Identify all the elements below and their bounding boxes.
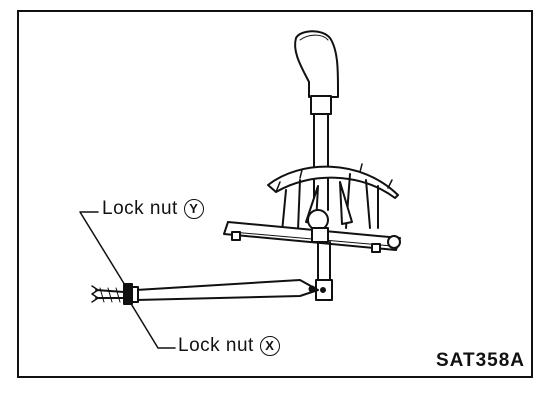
shift-knob <box>294 30 339 98</box>
figure-frame <box>17 10 533 378</box>
label-lock-nut-y-text: Lock nut <box>102 198 178 219</box>
lock-nut-x-part <box>131 286 139 303</box>
leader-lock-nut-x <box>129 301 176 349</box>
connecting-rod <box>135 279 319 301</box>
leader-lock-nut-y <box>79 211 129 291</box>
marker-x-icon: X <box>259 336 280 356</box>
figure-code: SAT358A <box>435 350 525 371</box>
marker-y-icon: Y <box>183 199 204 219</box>
lock-nut-y-part <box>123 283 133 305</box>
lever-shaft <box>313 113 329 211</box>
lever-collar <box>310 95 332 115</box>
detent-fingers <box>281 173 379 233</box>
label-lock-nut-x-text: Lock nut <box>178 335 254 356</box>
